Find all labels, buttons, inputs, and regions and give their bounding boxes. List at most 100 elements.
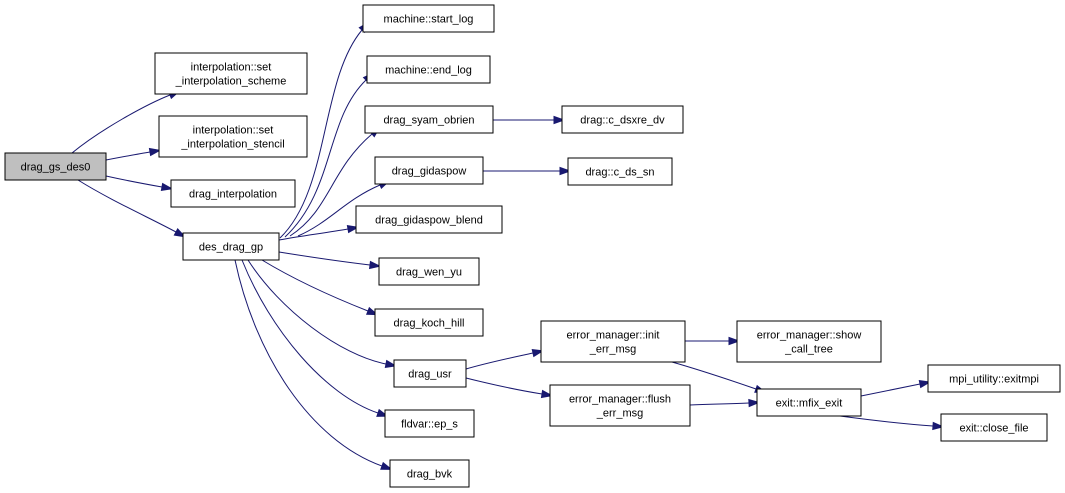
edge-line	[289, 133, 373, 237]
node-start-log[interactable]: machine::start_log	[362, 4, 495, 33]
node-label: error_manager::show	[757, 330, 862, 342]
node-label: fldvar::ep_s	[401, 419, 458, 431]
edge-mfix_exit-to-close_file	[839, 415, 945, 431]
edge-arrowhead	[553, 115, 566, 125]
edge-line	[284, 79, 367, 238]
node-box[interactable]	[540, 320, 686, 363]
edge-arrowhead	[369, 260, 382, 270]
node-box[interactable]	[736, 320, 882, 363]
node-label: drag_usr	[408, 369, 452, 381]
edge-init_err_msg-to-show_call_tree	[684, 336, 741, 346]
node-drag-interpolation[interactable]: drag_interpolation	[170, 179, 296, 208]
edge-line	[234, 259, 383, 467]
edge-des_drag_gp-to-drag_koch_hill	[261, 259, 379, 316]
node-box[interactable]	[927, 364, 1061, 393]
edge-line	[297, 184, 381, 237]
edge-line	[279, 29, 363, 239]
edge-arrowhead	[173, 228, 187, 238]
node-box[interactable]	[567, 157, 673, 186]
edge-line	[105, 175, 163, 188]
node-c-ds-sn[interactable]: drag::c_ds_sn	[567, 157, 673, 186]
node-box[interactable]	[374, 308, 484, 337]
node-drag-usr[interactable]: drag_usr	[393, 359, 467, 388]
node-close-file[interactable]: exit::close_file	[940, 413, 1048, 442]
edge-arrowhead	[748, 398, 761, 408]
edge-drag_usr-to-init_err_msg	[465, 349, 545, 370]
node-label: drag_bvk	[407, 469, 453, 481]
node-box[interactable]	[182, 232, 280, 261]
node-fldvar-ep-s[interactable]: fldvar::ep_s	[384, 409, 475, 438]
node-label: _call_tree	[784, 344, 833, 356]
node-box[interactable]	[4, 152, 107, 181]
node-c-dsxre-dv[interactable]: drag::c_dsxre_dv	[561, 105, 684, 134]
node-label: drag_gs_des0	[21, 162, 91, 174]
node-drag-syam-obrien[interactable]: drag_syam_obrien	[364, 105, 494, 134]
node-label: error_manager::init	[567, 330, 660, 342]
edge-line	[77, 179, 177, 233]
node-label: _err_msg	[589, 344, 636, 356]
edge-des_drag_gp-to-drag_bvk	[234, 259, 393, 470]
node-label: error_manager::flush	[569, 394, 671, 406]
node-drag-gidaspow-blend[interactable]: drag_gidaspow_blend	[355, 205, 503, 234]
edge-flush_err_msg-to-mfix_exit	[689, 398, 761, 408]
edge-arrowhead	[346, 224, 360, 234]
edge-arrowhead	[918, 379, 932, 389]
edge-arrowhead	[384, 359, 398, 369]
edge-line	[671, 361, 757, 390]
edge-arrowhead	[531, 349, 545, 358]
node-label: _err_msg	[596, 408, 643, 420]
node-label: interpolation::set	[193, 125, 274, 137]
edge-line	[860, 383, 921, 397]
node-box[interactable]	[756, 388, 862, 417]
node-box[interactable]	[940, 413, 1048, 442]
node-flush-err-msg[interactable]: error_manager::flush_err_msg	[549, 384, 691, 427]
node-box[interactable]	[389, 459, 470, 488]
node-label: des_drag_gp	[199, 242, 263, 254]
node-box[interactable]	[393, 359, 467, 388]
edge-line	[465, 352, 534, 370]
edge-des_drag_gp-to-fldvar_ep_s	[241, 259, 389, 417]
node-box[interactable]	[378, 257, 480, 286]
node-label: mpi_utility::exitmpi	[949, 374, 1039, 386]
node-box[interactable]	[366, 55, 491, 84]
node-drag-gidaspow[interactable]: drag_gidaspow	[374, 156, 484, 185]
node-box[interactable]	[158, 115, 308, 158]
edge-arrowhead	[540, 389, 554, 399]
edge-drag_gidaspow-to-c_ds_sn	[482, 166, 572, 176]
edge-des_drag_gp-to-drag_gidaspow_blend	[278, 224, 360, 241]
node-box[interactable]	[154, 52, 308, 95]
edge-arrowhead	[728, 336, 741, 346]
node-mfix-exit[interactable]: exit::mfix_exit	[756, 388, 862, 417]
edge-arrowhead	[380, 461, 393, 470]
node-drag-bvk[interactable]: drag_bvk	[389, 459, 470, 488]
node-drag-wen-yu[interactable]: drag_wen_yu	[378, 257, 480, 286]
node-set-scheme[interactable]: interpolation::set_interpolation_scheme	[154, 52, 308, 95]
node-box[interactable]	[374, 156, 484, 185]
edge-line	[278, 251, 371, 266]
node-label: drag_gidaspow	[392, 166, 467, 178]
node-drag-gs-des0[interactable]: drag_gs_des0	[4, 152, 107, 181]
node-end-log[interactable]: machine::end_log	[366, 55, 491, 84]
node-box[interactable]	[561, 105, 684, 134]
node-set-stencil[interactable]: interpolation::set_interpolation_stencil	[158, 115, 308, 158]
edge-line	[465, 377, 543, 395]
node-des-drag-gp[interactable]: des_drag_gp	[182, 232, 280, 261]
edge-drag_gs_des0-to-set_stencil	[105, 147, 162, 161]
edge-line	[241, 259, 379, 414]
node-exitmpi[interactable]: mpi_utility::exitmpi	[927, 364, 1061, 393]
node-box[interactable]	[355, 205, 503, 234]
edge-arrowhead	[148, 147, 162, 157]
node-show-call-tree[interactable]: error_manager::show_call_tree	[736, 320, 882, 363]
edge-line	[105, 151, 151, 161]
edge-line	[247, 259, 387, 365]
node-box[interactable]	[549, 384, 691, 427]
edge-line	[278, 228, 349, 241]
node-label: drag_interpolation	[189, 189, 277, 201]
node-drag-koch-hill[interactable]: drag_koch_hill	[374, 308, 484, 337]
node-box[interactable]	[384, 409, 475, 438]
node-init-err-msg[interactable]: error_manager::init_err_msg	[540, 320, 686, 363]
node-box[interactable]	[364, 105, 494, 134]
node-box[interactable]	[170, 179, 296, 208]
node-box[interactable]	[362, 4, 495, 33]
